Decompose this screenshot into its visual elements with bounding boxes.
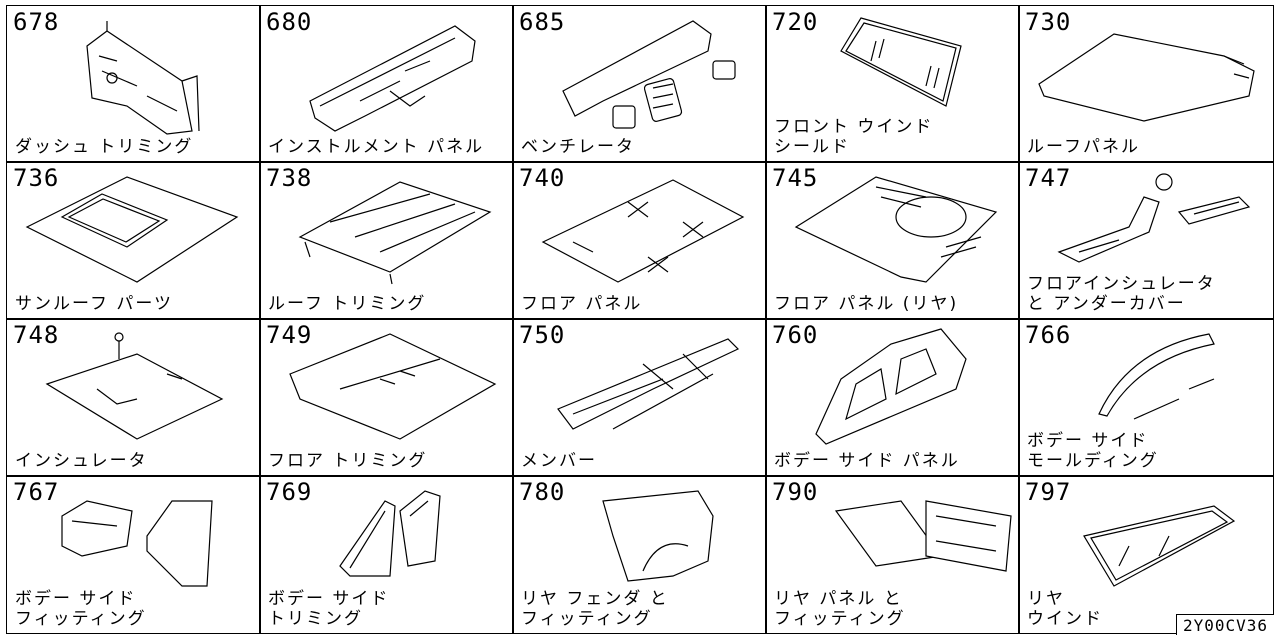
parts-index-grid: 678 ダッシュ トリミング 680 インストルメント パネル 685 ベンチレ… (6, 5, 1274, 634)
side-fitting-icon (61, 500, 213, 587)
floor-insulator-icon (1057, 173, 1251, 263)
part-cell-747[interactable]: 747 フロアインシュレータ と アンダーカバー (1019, 162, 1273, 318)
part-number: 749 (266, 321, 313, 349)
roof-trim-icon (298, 181, 492, 285)
part-cell-736[interactable]: 736 サンルーフ パーツ (7, 162, 259, 318)
part-number: 767 (13, 478, 60, 506)
member-frame-icon (557, 338, 740, 430)
part-number: 730 (1025, 8, 1072, 36)
part-label: フロア パネル (521, 294, 643, 314)
windshield-icon (840, 17, 962, 107)
part-cell-685[interactable]: 685 ベンチレータ (513, 6, 765, 161)
part-cell-760[interactable]: 760 ボデー サイド パネル (766, 319, 1018, 475)
grid-divider (7, 318, 1273, 320)
body-side-panel-icon (815, 328, 967, 445)
part-cell-740[interactable]: 740 フロア パネル (513, 162, 765, 318)
part-label: ボデー サイド パネル (774, 451, 960, 471)
part-cell-680[interactable]: 680 インストルメント パネル (260, 6, 512, 161)
part-cell-749[interactable]: 749 フロア トリミング (260, 319, 512, 475)
part-number: 678 (13, 8, 60, 36)
part-cell-738[interactable]: 738 ルーフ トリミング (260, 162, 512, 318)
floor-trim-icon (289, 333, 497, 440)
part-cell-750[interactable]: 750 メンバー (513, 319, 765, 475)
part-label: ボデー サイド トリミング (268, 589, 390, 629)
grid-divider (259, 6, 261, 633)
part-number: 748 (13, 321, 60, 349)
part-number: 745 (772, 164, 819, 192)
floor-panel-icon (541, 179, 745, 283)
part-number: 760 (772, 321, 819, 349)
part-label: フロント ウインド シールド (774, 117, 934, 157)
part-label: ベンチレータ (521, 137, 635, 157)
part-label: サンルーフ パーツ (15, 294, 174, 314)
part-label: リヤ フェンダ と フィッティング (521, 589, 669, 629)
part-label: ボデー サイド フィッティング (15, 589, 147, 629)
part-number: 797 (1025, 478, 1072, 506)
part-cell-748[interactable]: 748 インシュレータ (7, 319, 259, 475)
roof-panel-icon (1038, 33, 1255, 122)
ventilator-icon (562, 20, 736, 129)
rear-panel-icon (834, 500, 1012, 572)
part-cell-730[interactable]: 730 ルーフパネル (1019, 6, 1273, 161)
part-label: フロアインシュレータ と アンダーカバー (1027, 274, 1216, 314)
part-number: 720 (772, 8, 819, 36)
part-label: フロア トリミング (268, 451, 428, 471)
part-label: メンバー (521, 451, 597, 471)
part-label: ルーフ トリミング (268, 294, 427, 314)
side-molding-icon (1098, 333, 1215, 420)
insulator-icon (45, 332, 224, 440)
rear-floor-panel-icon (794, 176, 998, 283)
grid-divider (512, 6, 514, 633)
instrument-panel-icon (309, 25, 476, 132)
part-label: インシュレータ (15, 451, 148, 471)
part-number: 736 (13, 164, 60, 192)
part-cell-780[interactable]: 780 リヤ フェンダ と フィッティング (513, 476, 765, 633)
part-cell-745[interactable]: 745 フロア パネル (リヤ) (766, 162, 1018, 318)
part-cell-766[interactable]: 766 ボデー サイド モールディング (1019, 319, 1273, 475)
part-number: 740 (519, 164, 566, 192)
part-label: リヤ パネル と フィッティング (774, 589, 906, 629)
part-number: 780 (519, 478, 566, 506)
rear-window-icon (1083, 505, 1236, 587)
part-cell-720[interactable]: 720 フロント ウインド シールド (766, 6, 1018, 161)
part-number: 750 (519, 321, 566, 349)
part-cell-797[interactable]: 797 リヤ ウインド (1019, 476, 1273, 633)
part-number: 769 (266, 478, 313, 506)
grid-divider (765, 6, 767, 633)
grid-divider (1018, 6, 1020, 633)
part-cell-678[interactable]: 678 ダッシュ トリミング (7, 6, 259, 161)
part-label: ルーフパネル (1027, 137, 1140, 157)
part-label: リヤ ウインド (1027, 589, 1103, 629)
part-label: ボデー サイド モールディング (1027, 431, 1159, 471)
part-number: 685 (519, 8, 566, 36)
rear-fender-icon (602, 490, 714, 582)
part-number: 790 (772, 478, 819, 506)
part-cell-769[interactable]: 769 ボデー サイド トリミング (260, 476, 512, 633)
part-label: ダッシュ トリミング (15, 137, 194, 157)
part-number: 738 (266, 164, 313, 192)
part-number: 680 (266, 8, 313, 36)
part-number: 766 (1025, 321, 1072, 349)
part-label: フロア パネル (リヤ) (774, 294, 959, 314)
part-cell-767[interactable]: 767 ボデー サイド フィッティング (7, 476, 259, 633)
side-trim-icon (339, 490, 441, 577)
part-label: インストルメント パネル (268, 137, 485, 157)
grid-divider (7, 161, 1273, 163)
part-number: 747 (1025, 164, 1072, 192)
part-cell-790[interactable]: 790 リヤ パネル と フィッティング (766, 476, 1018, 633)
dash-trim-icon (86, 21, 200, 135)
sunroof-icon (25, 176, 239, 283)
grid-divider (7, 475, 1273, 477)
diagram-code: 2Y00CV36 (1175, 614, 1274, 635)
